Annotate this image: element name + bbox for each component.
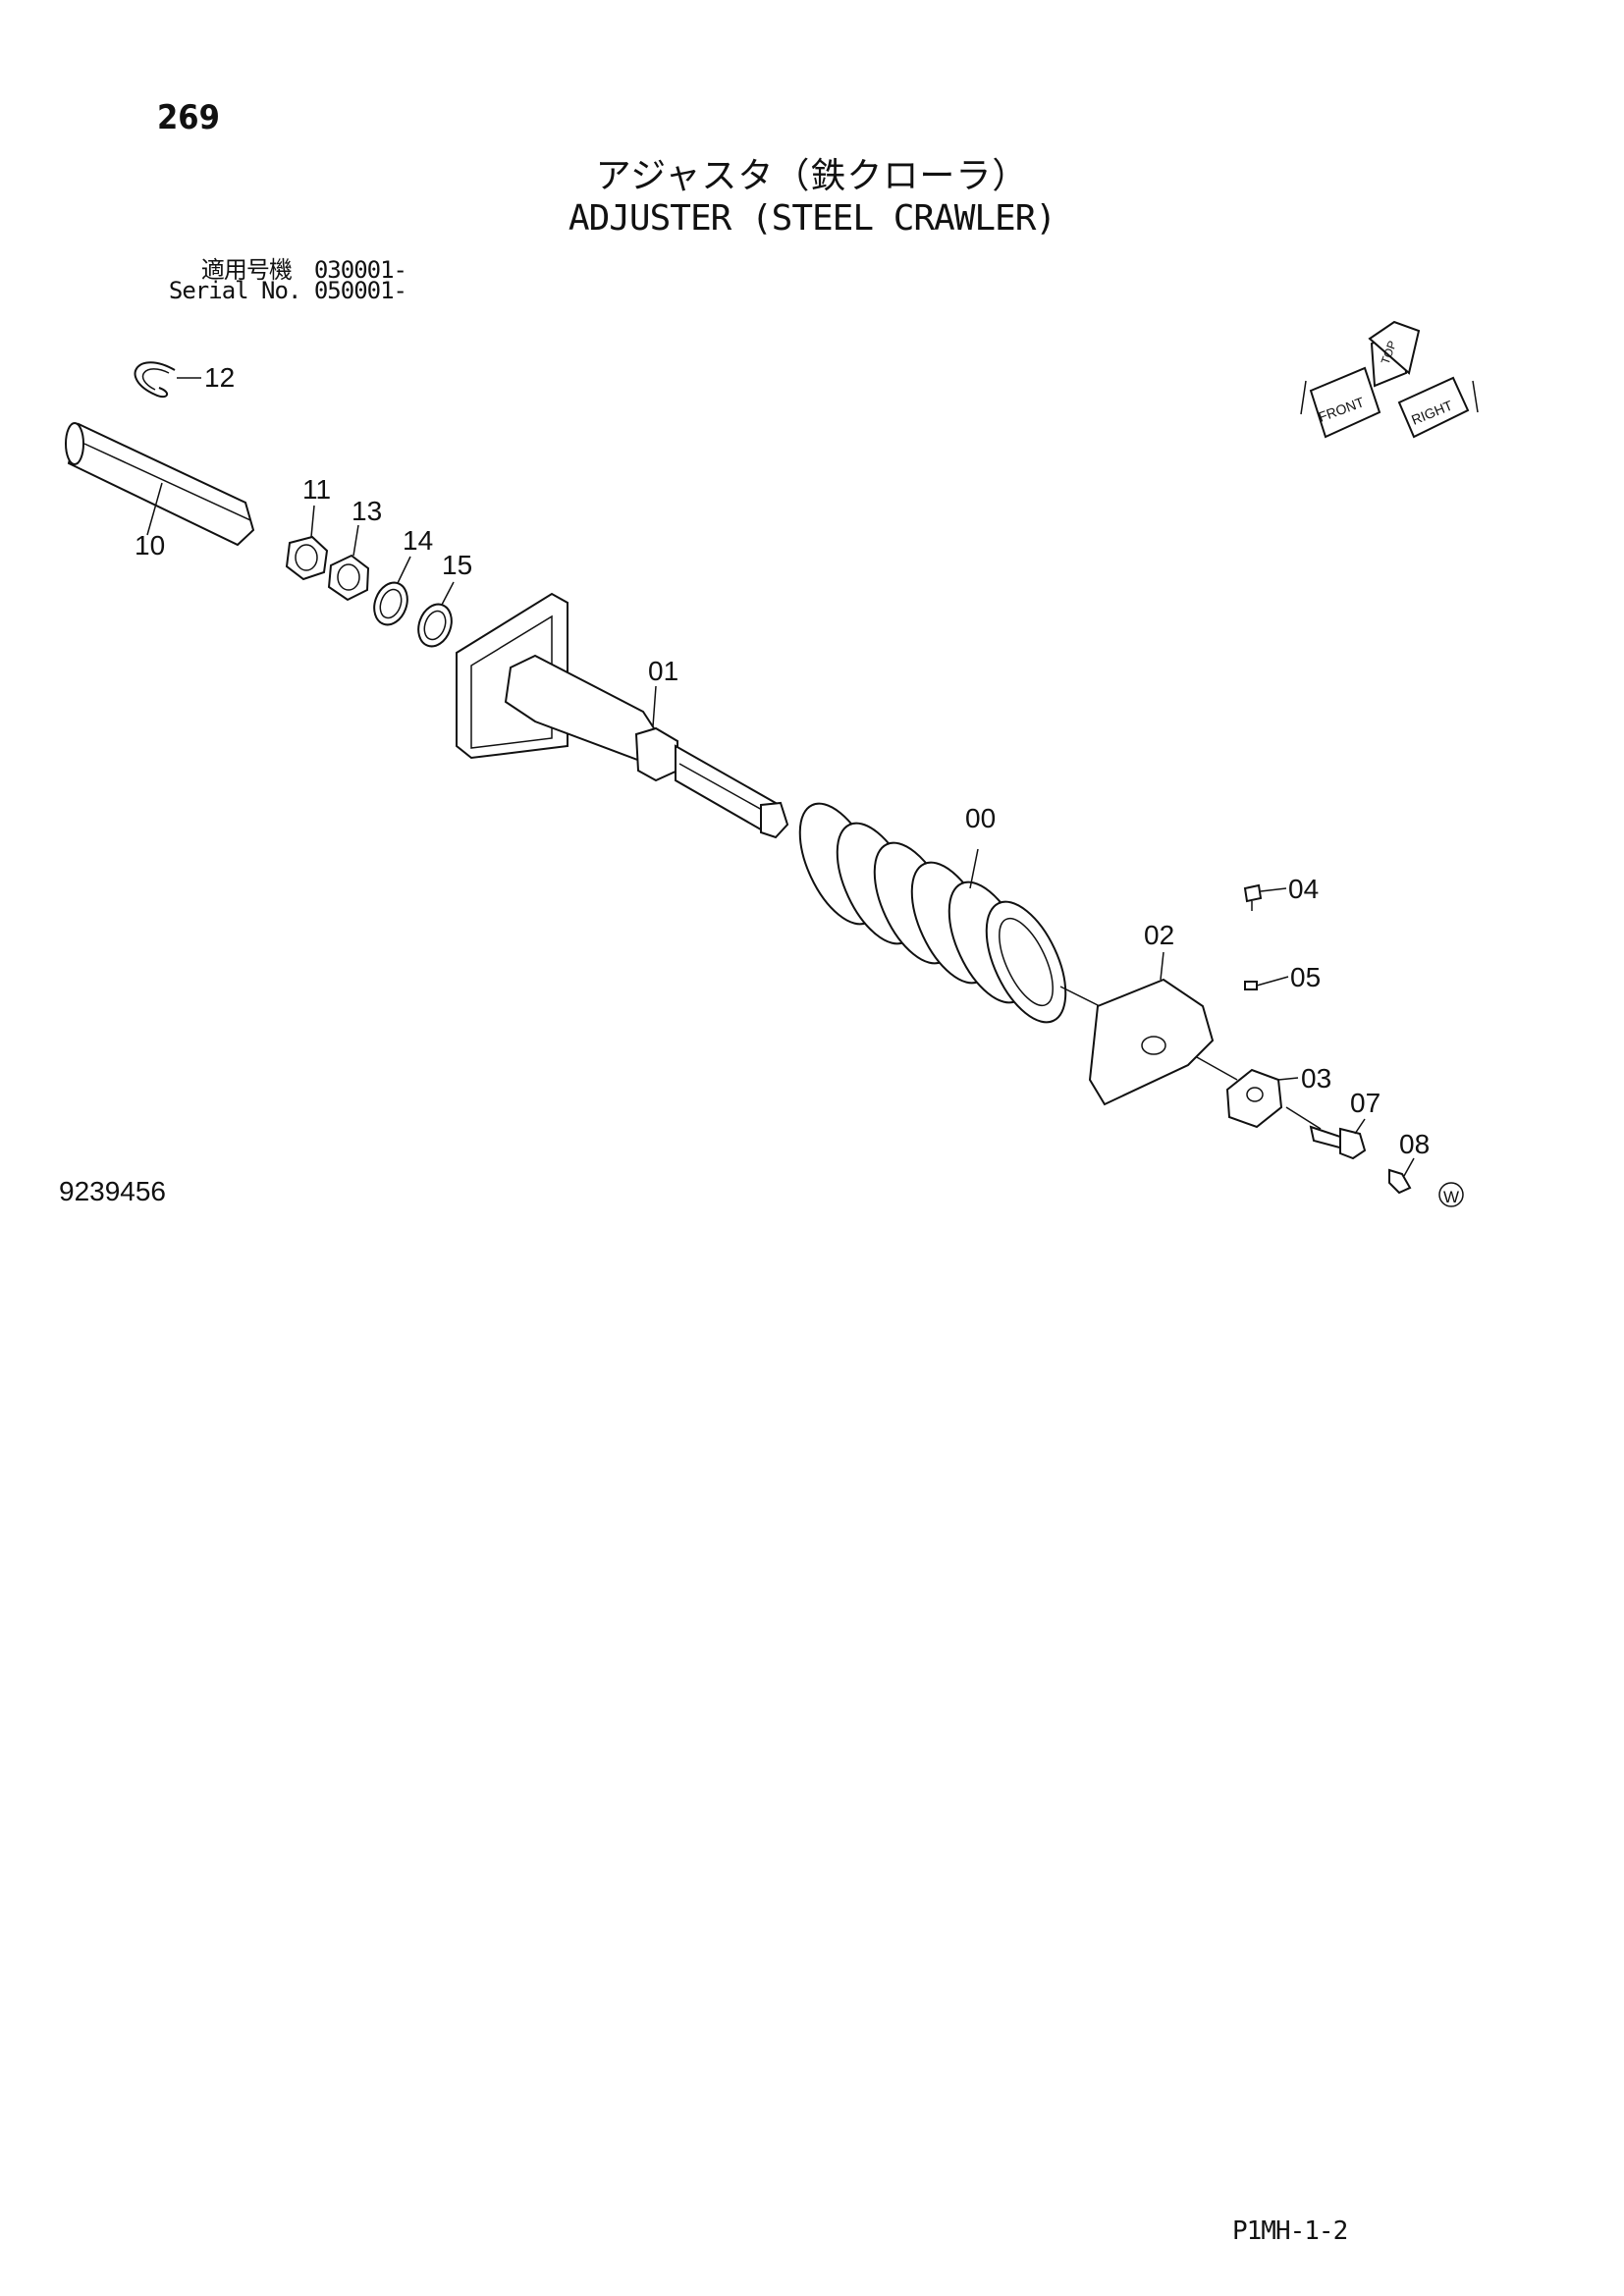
leader-11 xyxy=(310,505,315,538)
part-08-fitting xyxy=(1388,1168,1412,1195)
callout-03: 03 xyxy=(1301,1063,1331,1094)
orientation-indicator: FRONT RIGHT TOP xyxy=(1300,320,1479,439)
title-japanese: アジャスタ（鉄クローラ） xyxy=(595,156,1029,196)
callout-10: 10 xyxy=(135,530,165,561)
serial-range-japanese: 適用号機 030001- xyxy=(200,256,407,284)
callout-13: 13 xyxy=(352,496,382,526)
part-03-nut xyxy=(1225,1068,1283,1129)
part-01-cylinder xyxy=(456,592,789,839)
leader-10 xyxy=(146,482,163,536)
part-07-valve xyxy=(1309,1125,1367,1160)
part-04-fitting xyxy=(1243,883,1263,911)
callout-07: 07 xyxy=(1350,1088,1380,1118)
title-english: ADJUSTER (STEEL CRAWLER) xyxy=(568,198,1056,239)
callout-02: 02 xyxy=(1144,920,1174,950)
callout-05: 05 xyxy=(1290,962,1321,992)
part-10-rod xyxy=(65,422,255,547)
leader-03 xyxy=(1277,1077,1299,1081)
leader-15 xyxy=(441,581,455,606)
callout-08: 08 xyxy=(1399,1129,1430,1159)
leader-13 xyxy=(352,524,359,557)
part-02-plate xyxy=(1088,978,1215,1106)
leader-08 xyxy=(1403,1157,1415,1177)
callout-15: 15 xyxy=(442,550,472,580)
callout-12: 12 xyxy=(204,362,235,393)
callout-14: 14 xyxy=(403,525,433,556)
part-15-washer xyxy=(417,603,453,648)
leader-00 xyxy=(969,848,979,889)
part-13-nut xyxy=(327,554,370,602)
page-code: P1MH-1-2 xyxy=(1232,2216,1348,2246)
part-05-fitting xyxy=(1244,981,1258,990)
callout-04: 04 xyxy=(1288,874,1319,904)
callout-11: 11 xyxy=(302,474,331,505)
part-00-spring xyxy=(798,802,1067,1024)
page-number: 269 xyxy=(157,98,220,137)
leader-02 xyxy=(1160,951,1164,981)
leader-01 xyxy=(652,685,657,727)
callout-01: 01 xyxy=(648,656,678,686)
wear-mark-letter: W xyxy=(1443,1188,1459,1206)
part-12-snap-ring xyxy=(134,361,176,399)
part-14-washer xyxy=(373,581,408,626)
callout-00: 00 xyxy=(965,803,996,833)
serial-range-english: Serial No. 050001- xyxy=(168,277,407,304)
leader-04 xyxy=(1260,887,1287,892)
leader-05 xyxy=(1256,976,1289,987)
wear-part-mark: W xyxy=(1438,1182,1464,1207)
drawing-number: 9239456 xyxy=(59,1176,167,1206)
leader-07 xyxy=(1354,1118,1366,1135)
part-11-nut xyxy=(285,535,329,581)
leader-14 xyxy=(397,556,411,584)
